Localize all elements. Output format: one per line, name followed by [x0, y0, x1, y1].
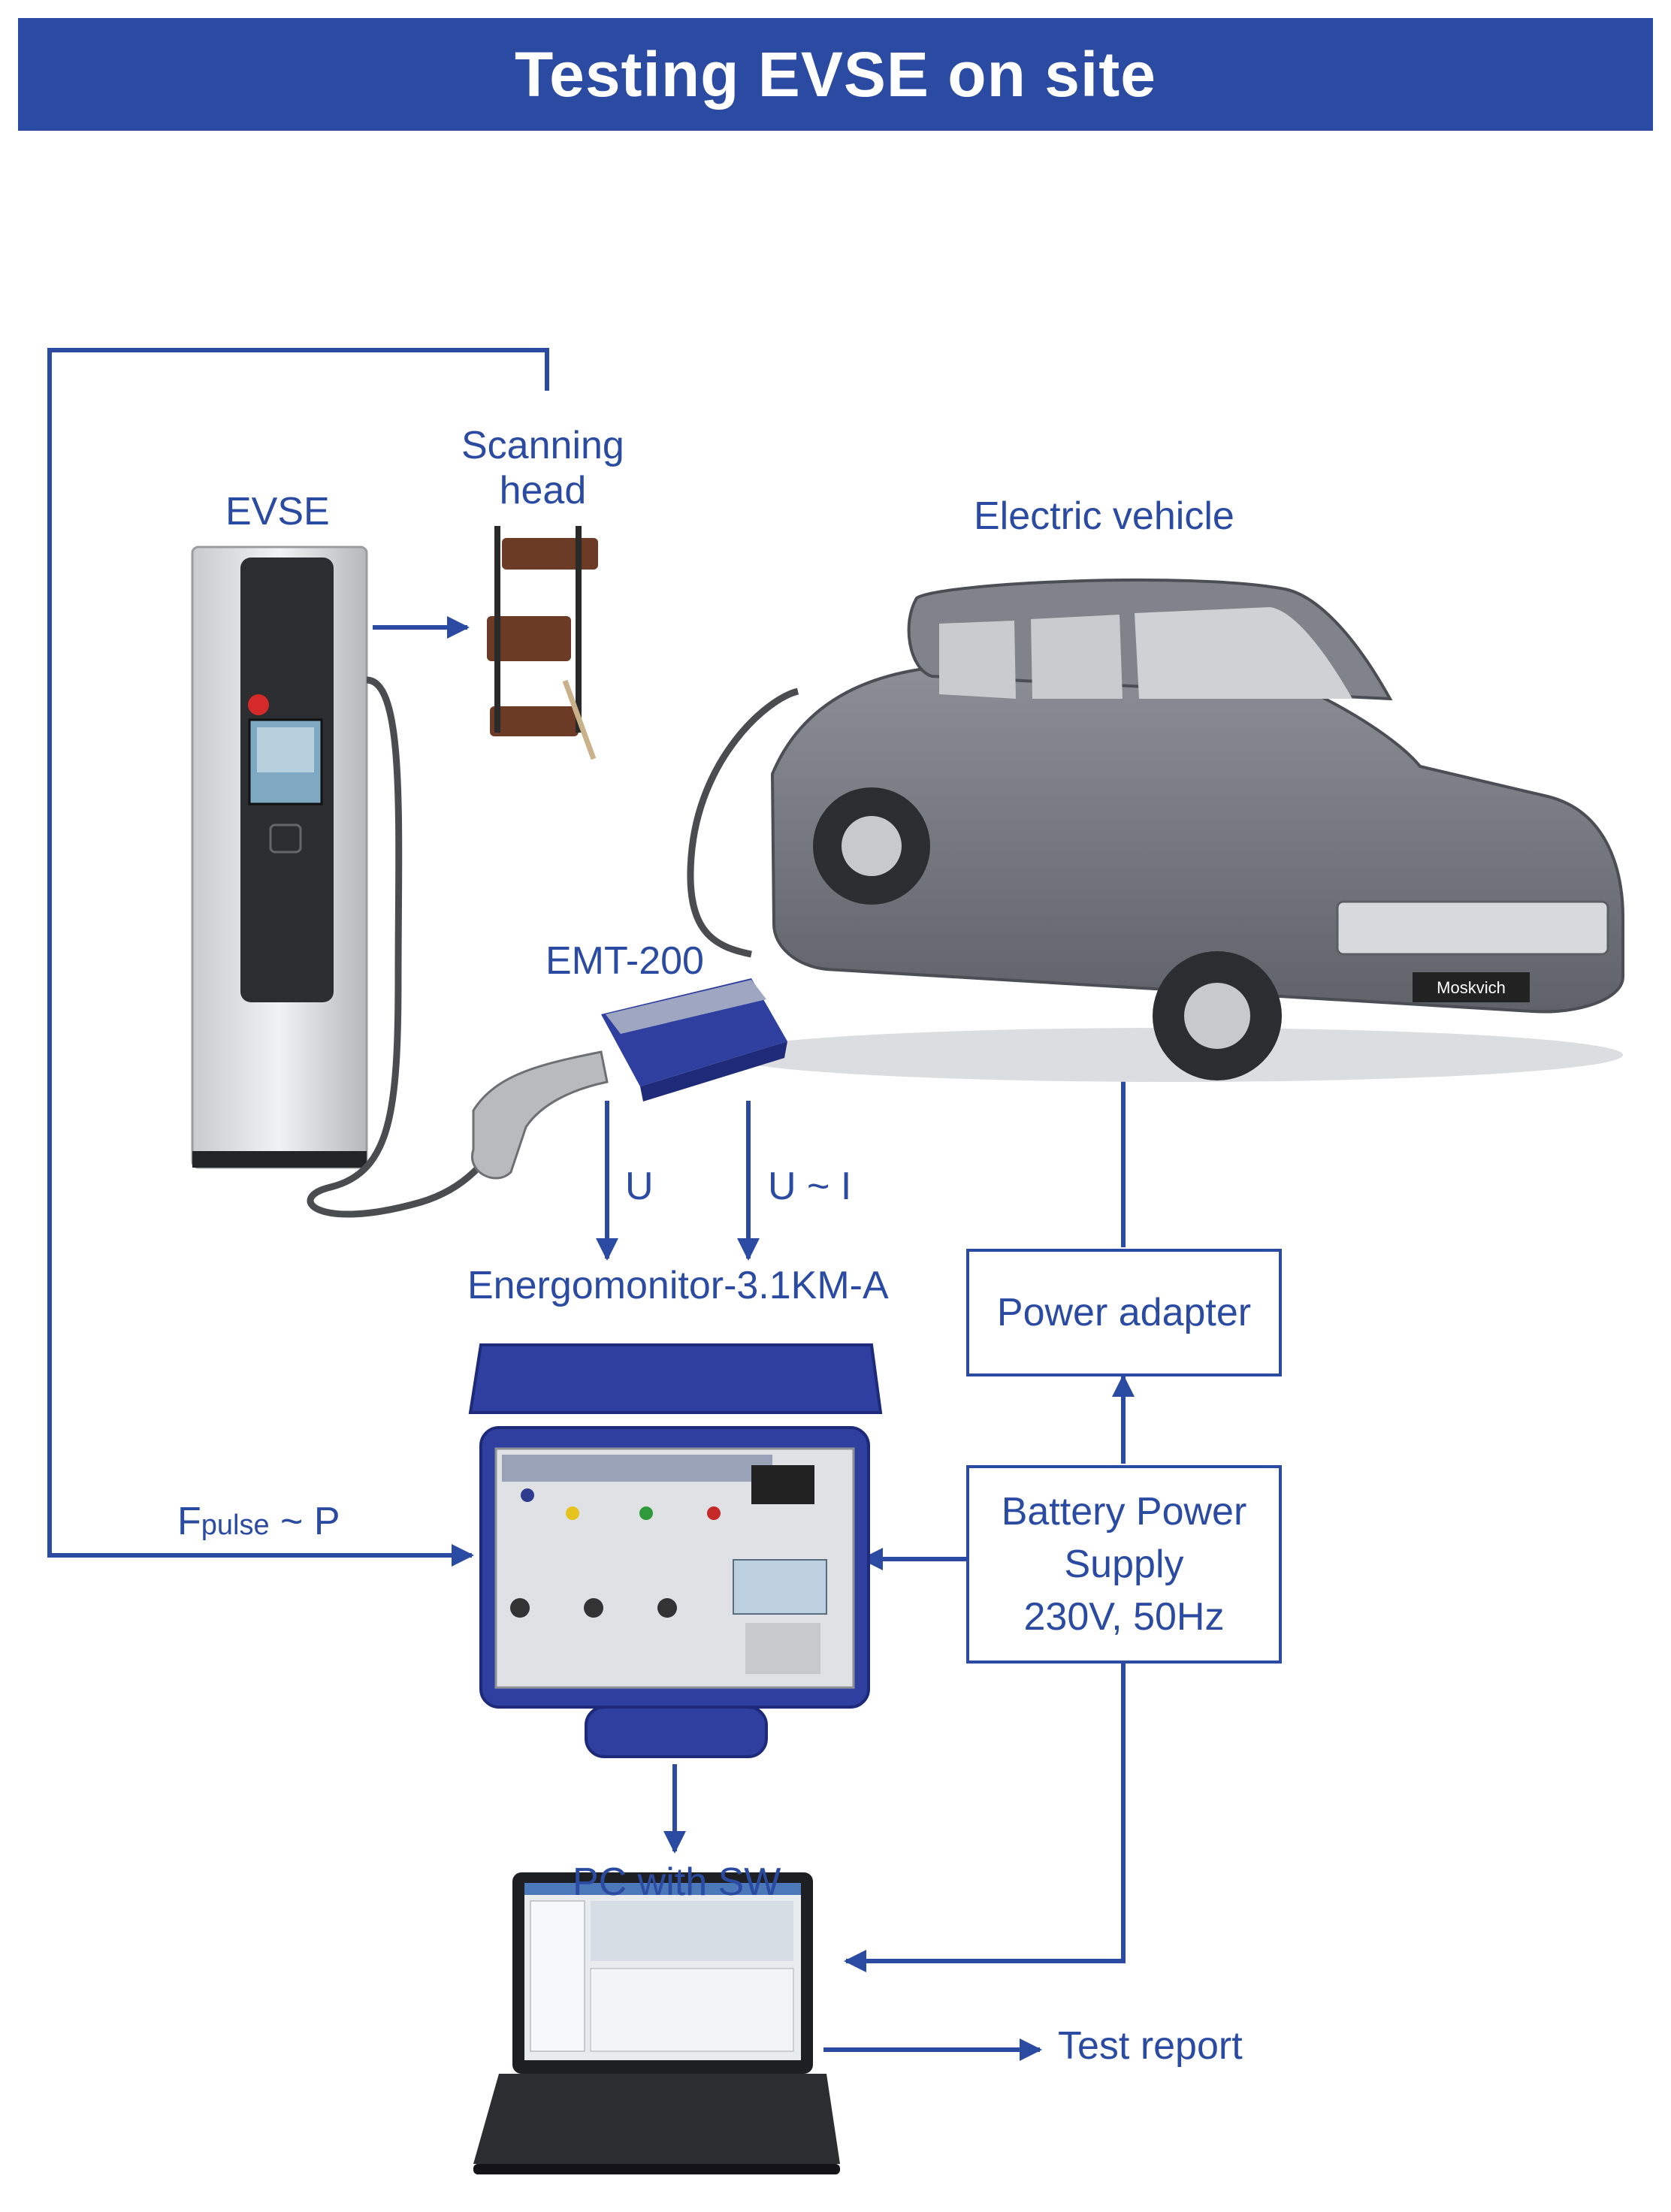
scanning-head-label-line1: Scanning: [461, 424, 624, 467]
fpulse-subscript: pulse: [201, 1509, 270, 1541]
u-i-label: U ~ I: [768, 1165, 852, 1208]
fpulse-label: Fpulse ~ P: [177, 1500, 340, 1545]
energomonitor-image: [468, 1343, 883, 1758]
car-plate-label: Moskvich: [1437, 978, 1506, 997]
page-title: Testing EVSE on site: [515, 38, 1156, 110]
fpulse-tail: ~ P: [269, 1500, 340, 1543]
scanning-head-label-line2: head: [499, 468, 587, 512]
power-adapter-box: Power adapter: [966, 1249, 1282, 1376]
battery-line-1: Battery Power: [1001, 1489, 1247, 1534]
scanning-head-label: Scanning head: [461, 424, 624, 514]
power-adapter-text: Power adapter: [996, 1290, 1252, 1334]
battery-line-3: 230V, 50Hz: [1023, 1595, 1225, 1639]
emt-200-image: [470, 978, 787, 1180]
battery-power-supply-box: Battery Power Supply 230V, 50Hz: [966, 1465, 1282, 1664]
energomonitor-label: Energomonitor-3.1KM-A: [467, 1264, 889, 1307]
evse-label: EVSE: [225, 490, 330, 533]
pc-label: PC with SW: [573, 1860, 781, 1904]
battery-to-pc-arrow: [844, 1659, 1126, 1972]
fpulse-main: F: [177, 1500, 201, 1543]
test-report-label: Test report: [1058, 2024, 1243, 2068]
electric-vehicle-image: [687, 578, 1624, 1082]
fpulse-connector: [47, 348, 549, 1567]
electric-vehicle-label: Electric vehicle: [974, 494, 1234, 538]
evse-station-image: [191, 545, 529, 1218]
title-banner: Testing EVSE on site: [18, 18, 1653, 131]
laptop-image: [473, 1872, 840, 2174]
battery-line-2: Supply: [1064, 1542, 1184, 1586]
u-label: U: [625, 1165, 654, 1208]
scanning-head-image: [487, 526, 598, 760]
emt-200-label: EMT-200: [545, 939, 704, 983]
